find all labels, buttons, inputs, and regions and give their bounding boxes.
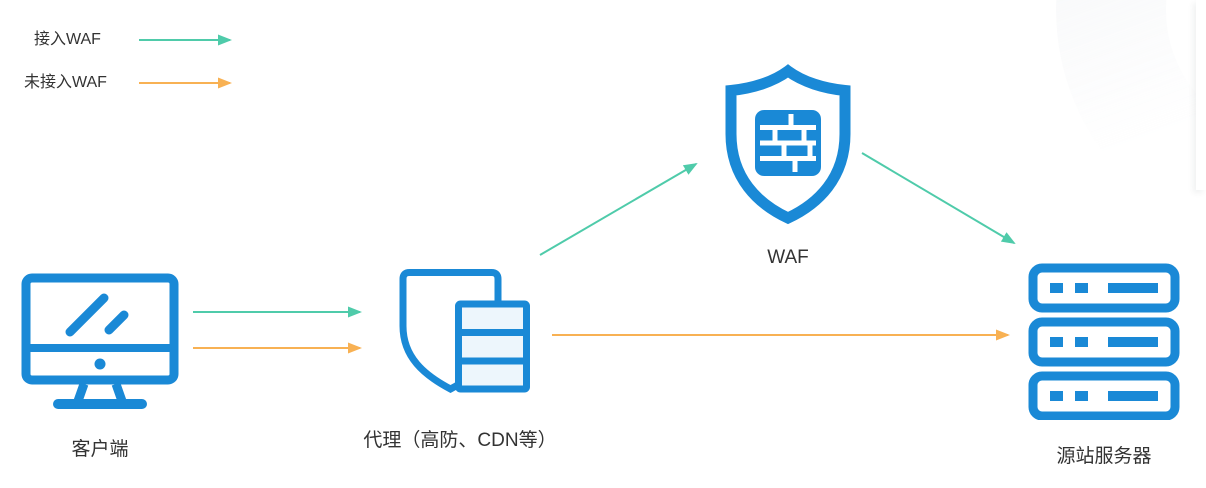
node-label-client: 客户端: [71, 439, 129, 460]
shield-brickwall-icon: [714, 64, 862, 226]
server-stack-icon: [1028, 262, 1180, 420]
monitor-icon: [20, 272, 180, 412]
node-label-proxy: 代理（高防、CDN等）: [363, 430, 557, 451]
background-arc-decoration: [1056, 0, 1206, 250]
edge-proxy-to-waf: [539, 162, 698, 256]
node-label-origin-server: 源站服务器: [1056, 446, 1152, 467]
node-label-waf: WAF: [767, 247, 809, 268]
shield-server-icon: [398, 268, 530, 400]
legend-label-waf-connected: 接入WAF: [34, 31, 101, 48]
edge-waf-to-origin: [861, 152, 1016, 245]
legend-label-waf-not-connected: 未接入WAF: [24, 74, 107, 91]
background-panel-edge: [1196, 0, 1206, 190]
